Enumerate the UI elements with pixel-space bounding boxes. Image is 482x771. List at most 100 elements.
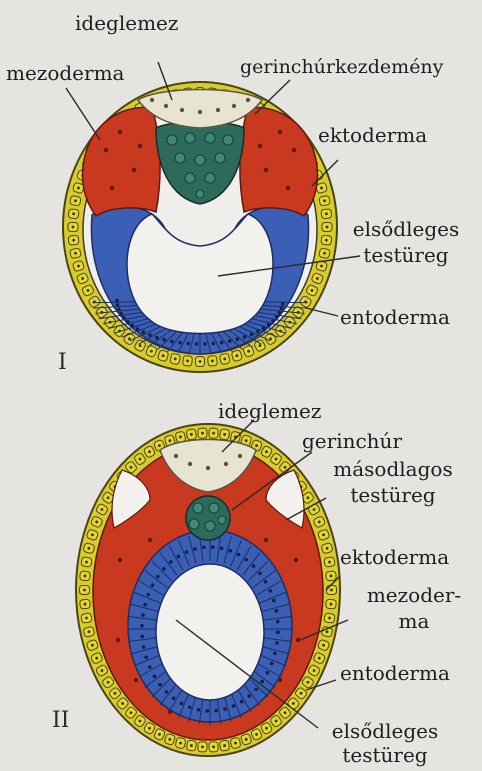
label-elsodleges-ii-line2: testüreg	[320, 744, 450, 766]
entoderma-cell-nucleus	[203, 342, 207, 346]
ektoderma-cell-nucleus	[292, 702, 295, 705]
undefined	[185, 133, 195, 143]
undefined	[189, 519, 199, 529]
undefined	[185, 173, 195, 183]
entoderma-cell-nucleus	[148, 665, 152, 669]
entoderma-cell-nucleus	[122, 316, 126, 320]
ektoderma-cell-nucleus	[255, 733, 258, 736]
entoderma-cell-nucleus	[266, 671, 270, 675]
ektoderma-cell-nucleus	[325, 239, 328, 242]
undefined	[294, 558, 298, 562]
entoderma-cell-nucleus	[116, 303, 120, 307]
entoderma-cell-nucleus	[228, 339, 232, 343]
ektoderma-cell-nucleus	[326, 547, 329, 550]
entoderma-cell-nucleus	[260, 680, 264, 684]
label-ektoderma-ii: ektoderma	[340, 546, 449, 568]
entoderma-cell-nucleus	[172, 697, 176, 701]
ektoderma-cell-nucleus	[235, 354, 238, 357]
entoderma-cell-nucleus	[281, 302, 285, 306]
entoderma-cell-nucleus	[136, 327, 140, 331]
entoderma-cell-nucleus	[142, 645, 146, 649]
undefined	[205, 173, 215, 183]
ektoderma-cell-nucleus	[326, 630, 329, 633]
entoderma-cell-nucleus	[155, 336, 159, 340]
undefined	[164, 104, 168, 108]
undefined	[246, 98, 250, 102]
ektoderma-cell-nucleus	[320, 265, 323, 268]
label-elsodleges-i-line2: testüreg	[342, 244, 470, 266]
ektoderma-cell-nucleus	[199, 360, 202, 363]
ektoderma-cell-nucleus	[81, 277, 84, 280]
ektoderma-cell-nucleus	[328, 617, 331, 620]
ektoderma-cell-nucleus	[72, 212, 75, 215]
label-elsodleges-i-line1: elsődleges	[342, 218, 470, 240]
entoderma-cell-nucleus	[115, 299, 119, 303]
ektoderma-cell-nucleus	[84, 575, 87, 578]
ektoderma-cell-nucleus	[101, 508, 104, 511]
undefined	[286, 186, 290, 190]
undefined	[196, 190, 204, 198]
entoderma-cell-nucleus	[245, 558, 249, 562]
undefined	[296, 638, 300, 642]
ektoderma-cell-nucleus	[174, 358, 177, 361]
ektoderma-cell-nucleus	[322, 533, 325, 536]
entoderma-cell-nucleus	[178, 341, 182, 345]
ektoderma-cell-nucleus	[186, 359, 189, 362]
entoderma-cell-nucleus	[180, 702, 184, 706]
entoderma-cell-nucleus	[141, 613, 145, 617]
ektoderma-cell-nucleus	[87, 289, 90, 292]
ektoderma-cell-nucleus	[121, 702, 124, 705]
undefined	[175, 153, 185, 163]
entoderma-cell-nucleus	[276, 620, 280, 624]
undefined	[278, 130, 282, 134]
ektoderma-cell-nucleus	[148, 450, 151, 453]
ektoderma-cell-nucleus	[74, 252, 77, 255]
ektoderma-cell-nucleus	[307, 496, 310, 499]
ektoderma-cell-nucleus	[158, 733, 161, 736]
undefined	[118, 130, 122, 134]
label-gerinchur-ii: gerinchúr	[302, 430, 402, 452]
entoderma-cell-nucleus	[270, 662, 274, 666]
label-gerinchurkezdemeny-i: gerinchúrkezdemény	[240, 56, 443, 78]
entoderma-cell-nucleus	[162, 338, 166, 342]
ektoderma-cell-nucleus	[323, 252, 326, 255]
ektoderma-cell-nucleus	[107, 681, 110, 684]
entoderma-cell-nucleus	[202, 546, 206, 550]
entoderma-cell-nucleus	[156, 575, 160, 579]
undefined	[174, 454, 178, 458]
undefined	[223, 135, 233, 145]
ektoderma-cell-nucleus	[168, 439, 171, 442]
undefined	[215, 153, 225, 163]
ektoderma-cell-nucleus	[258, 344, 261, 347]
entoderma-cell-nucleus	[223, 707, 227, 711]
entoderma-cell-nucleus	[236, 337, 240, 341]
entoderma-cell-nucleus	[158, 683, 162, 687]
entoderma-cell-nucleus	[243, 335, 247, 339]
ektoderma-cell-nucleus	[179, 436, 182, 439]
entoderma-cell-nucleus	[272, 599, 276, 603]
entoderma-cell-nucleus	[262, 326, 266, 330]
entoderma-cell-nucleus	[252, 564, 256, 568]
ektoderma-cell-nucleus	[101, 669, 104, 672]
ektoderma-cell-nucleus	[255, 444, 258, 447]
undefined	[232, 104, 236, 108]
entoderma-cell-nucleus	[275, 641, 279, 645]
entoderma-cell-nucleus	[212, 342, 216, 346]
ektoderma-cell-nucleus	[85, 561, 88, 564]
ektoderma-cell-nucleus	[223, 358, 226, 361]
entoderma-cell-nucleus	[267, 323, 271, 327]
ektoderma-cell-nucleus	[313, 508, 316, 511]
label-entoderma-ii: entoderma	[340, 662, 450, 684]
undefined	[180, 108, 184, 112]
ektoderma-cell-nucleus	[223, 744, 226, 747]
ektoderma-cell-nucleus	[330, 575, 333, 578]
entoderma-cell-nucleus	[240, 700, 244, 704]
ektoderma-cell-nucleus	[326, 226, 329, 229]
ektoderma-cell-nucleus	[158, 444, 161, 447]
undefined	[104, 148, 108, 152]
ektoderma-cell-nucleus	[212, 432, 215, 435]
ektoderma-cell-nucleus	[72, 226, 75, 229]
ektoderma-cell-nucleus	[234, 742, 237, 745]
elsodleges-testureg-ii	[156, 564, 264, 700]
entoderma-cell-nucleus	[131, 324, 135, 328]
